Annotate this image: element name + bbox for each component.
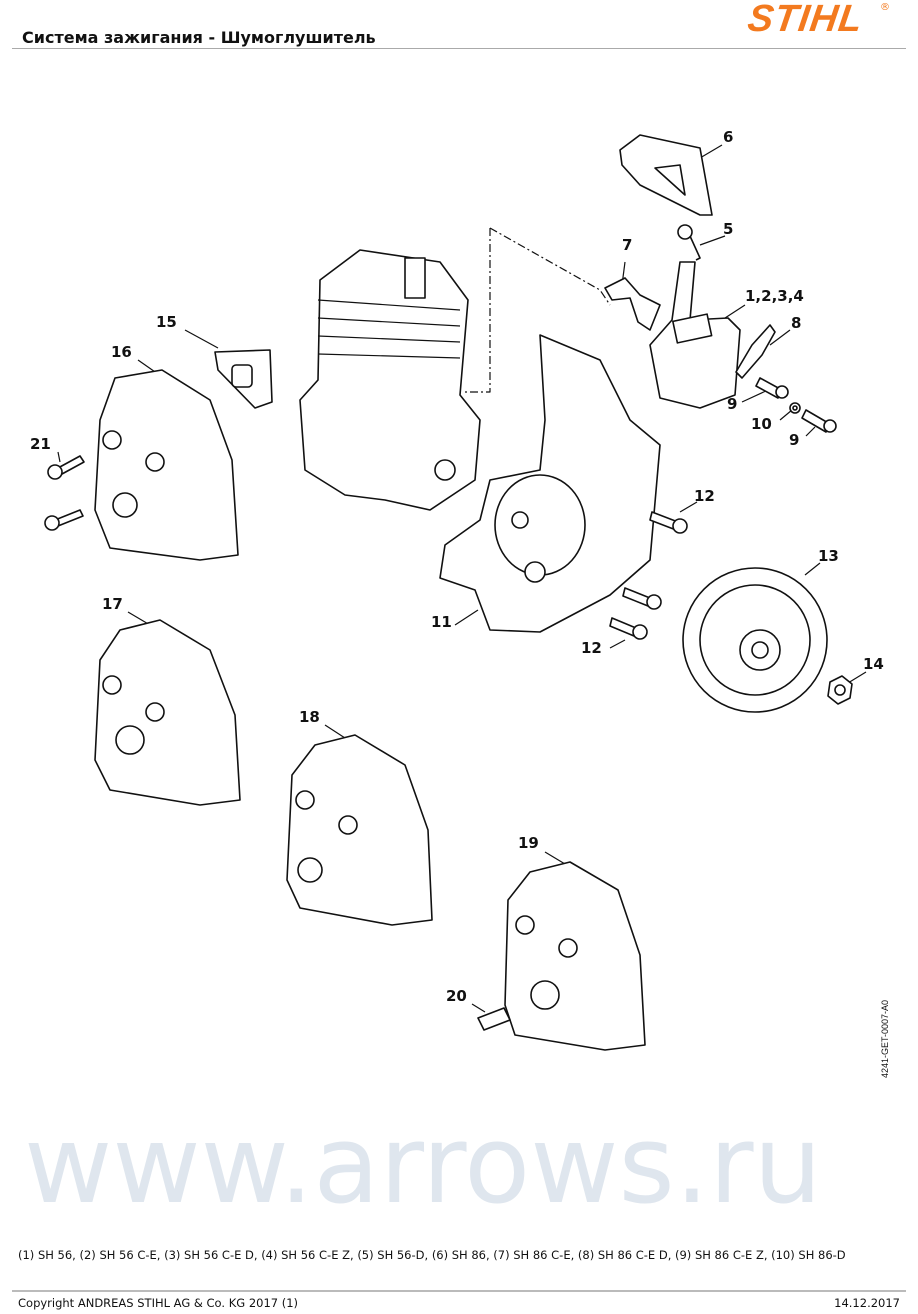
part-5-spring xyxy=(677,224,701,261)
stihl-logo: STIHL ® xyxy=(745,0,896,40)
registered-mark: ® xyxy=(880,2,890,13)
callout-16: 16 xyxy=(111,343,132,361)
footer-divider xyxy=(12,1290,906,1292)
callout-9b: 9 xyxy=(789,431,800,449)
part-1-4-ignition-module xyxy=(649,261,741,409)
callout-18: 18 xyxy=(299,708,320,726)
date: 14.12.2017 xyxy=(834,1296,900,1310)
part-20-spark-screen xyxy=(477,1007,511,1031)
part-13-flywheel xyxy=(682,567,828,713)
part-8-clip xyxy=(735,324,776,379)
callout-1-2-3-4: 1,2,3,4 xyxy=(745,287,804,305)
callout-19: 19 xyxy=(518,834,539,852)
exploded-parts-diagram xyxy=(44,134,867,1051)
part-16-muffler xyxy=(94,369,239,561)
part-6-cover xyxy=(619,134,713,216)
part-15-gasket xyxy=(214,349,273,409)
part-21-screw xyxy=(47,455,85,480)
callout-14: 14 xyxy=(863,655,884,673)
part-9-screw xyxy=(755,377,789,399)
callout-12b: 12 xyxy=(581,639,602,657)
page-title: Система зажигания - Шумоглушитель xyxy=(22,28,376,47)
part-9-screw-2 xyxy=(801,409,837,433)
engine-cylinder xyxy=(299,249,481,511)
part-11-fan-housing xyxy=(439,334,661,633)
callout-10: 10 xyxy=(751,415,772,433)
part-18-muffler xyxy=(286,734,433,926)
model-list: (1) SH 56, (2) SH 56 C-E, (3) SH 56 C-E … xyxy=(18,1248,846,1262)
callout-12: 12 xyxy=(694,487,715,505)
copyright: Copyright ANDREAS STIHL AG & Co. KG 2017… xyxy=(18,1296,299,1310)
callout-21: 21 xyxy=(30,435,51,453)
part-12-screw-2 xyxy=(622,587,662,610)
part-12-screw-3 xyxy=(609,617,648,640)
part-12-screw xyxy=(649,511,688,534)
callout-11: 11 xyxy=(431,613,452,631)
document-id: 4241-GET-0007-A0 xyxy=(880,1000,890,1079)
callout-17: 17 xyxy=(102,595,123,613)
callout-20: 20 xyxy=(446,987,467,1005)
callout-9: 9 xyxy=(727,395,738,413)
header-divider xyxy=(12,48,906,49)
part-7-bracket xyxy=(604,277,661,331)
callout-6: 6 xyxy=(723,128,734,146)
callout-8: 8 xyxy=(791,314,802,332)
watermark: www.arrows.ru xyxy=(24,1103,822,1228)
part-10-washer xyxy=(789,402,801,414)
callout-5: 5 xyxy=(723,220,734,238)
part-21-screw-2 xyxy=(44,509,84,531)
callout-13: 13 xyxy=(818,547,839,565)
part-19-muffler xyxy=(504,861,646,1051)
part-17-muffler xyxy=(94,619,241,806)
callout-15: 15 xyxy=(156,313,177,331)
callout-7: 7 xyxy=(622,236,633,254)
part-14-nut xyxy=(827,675,853,705)
